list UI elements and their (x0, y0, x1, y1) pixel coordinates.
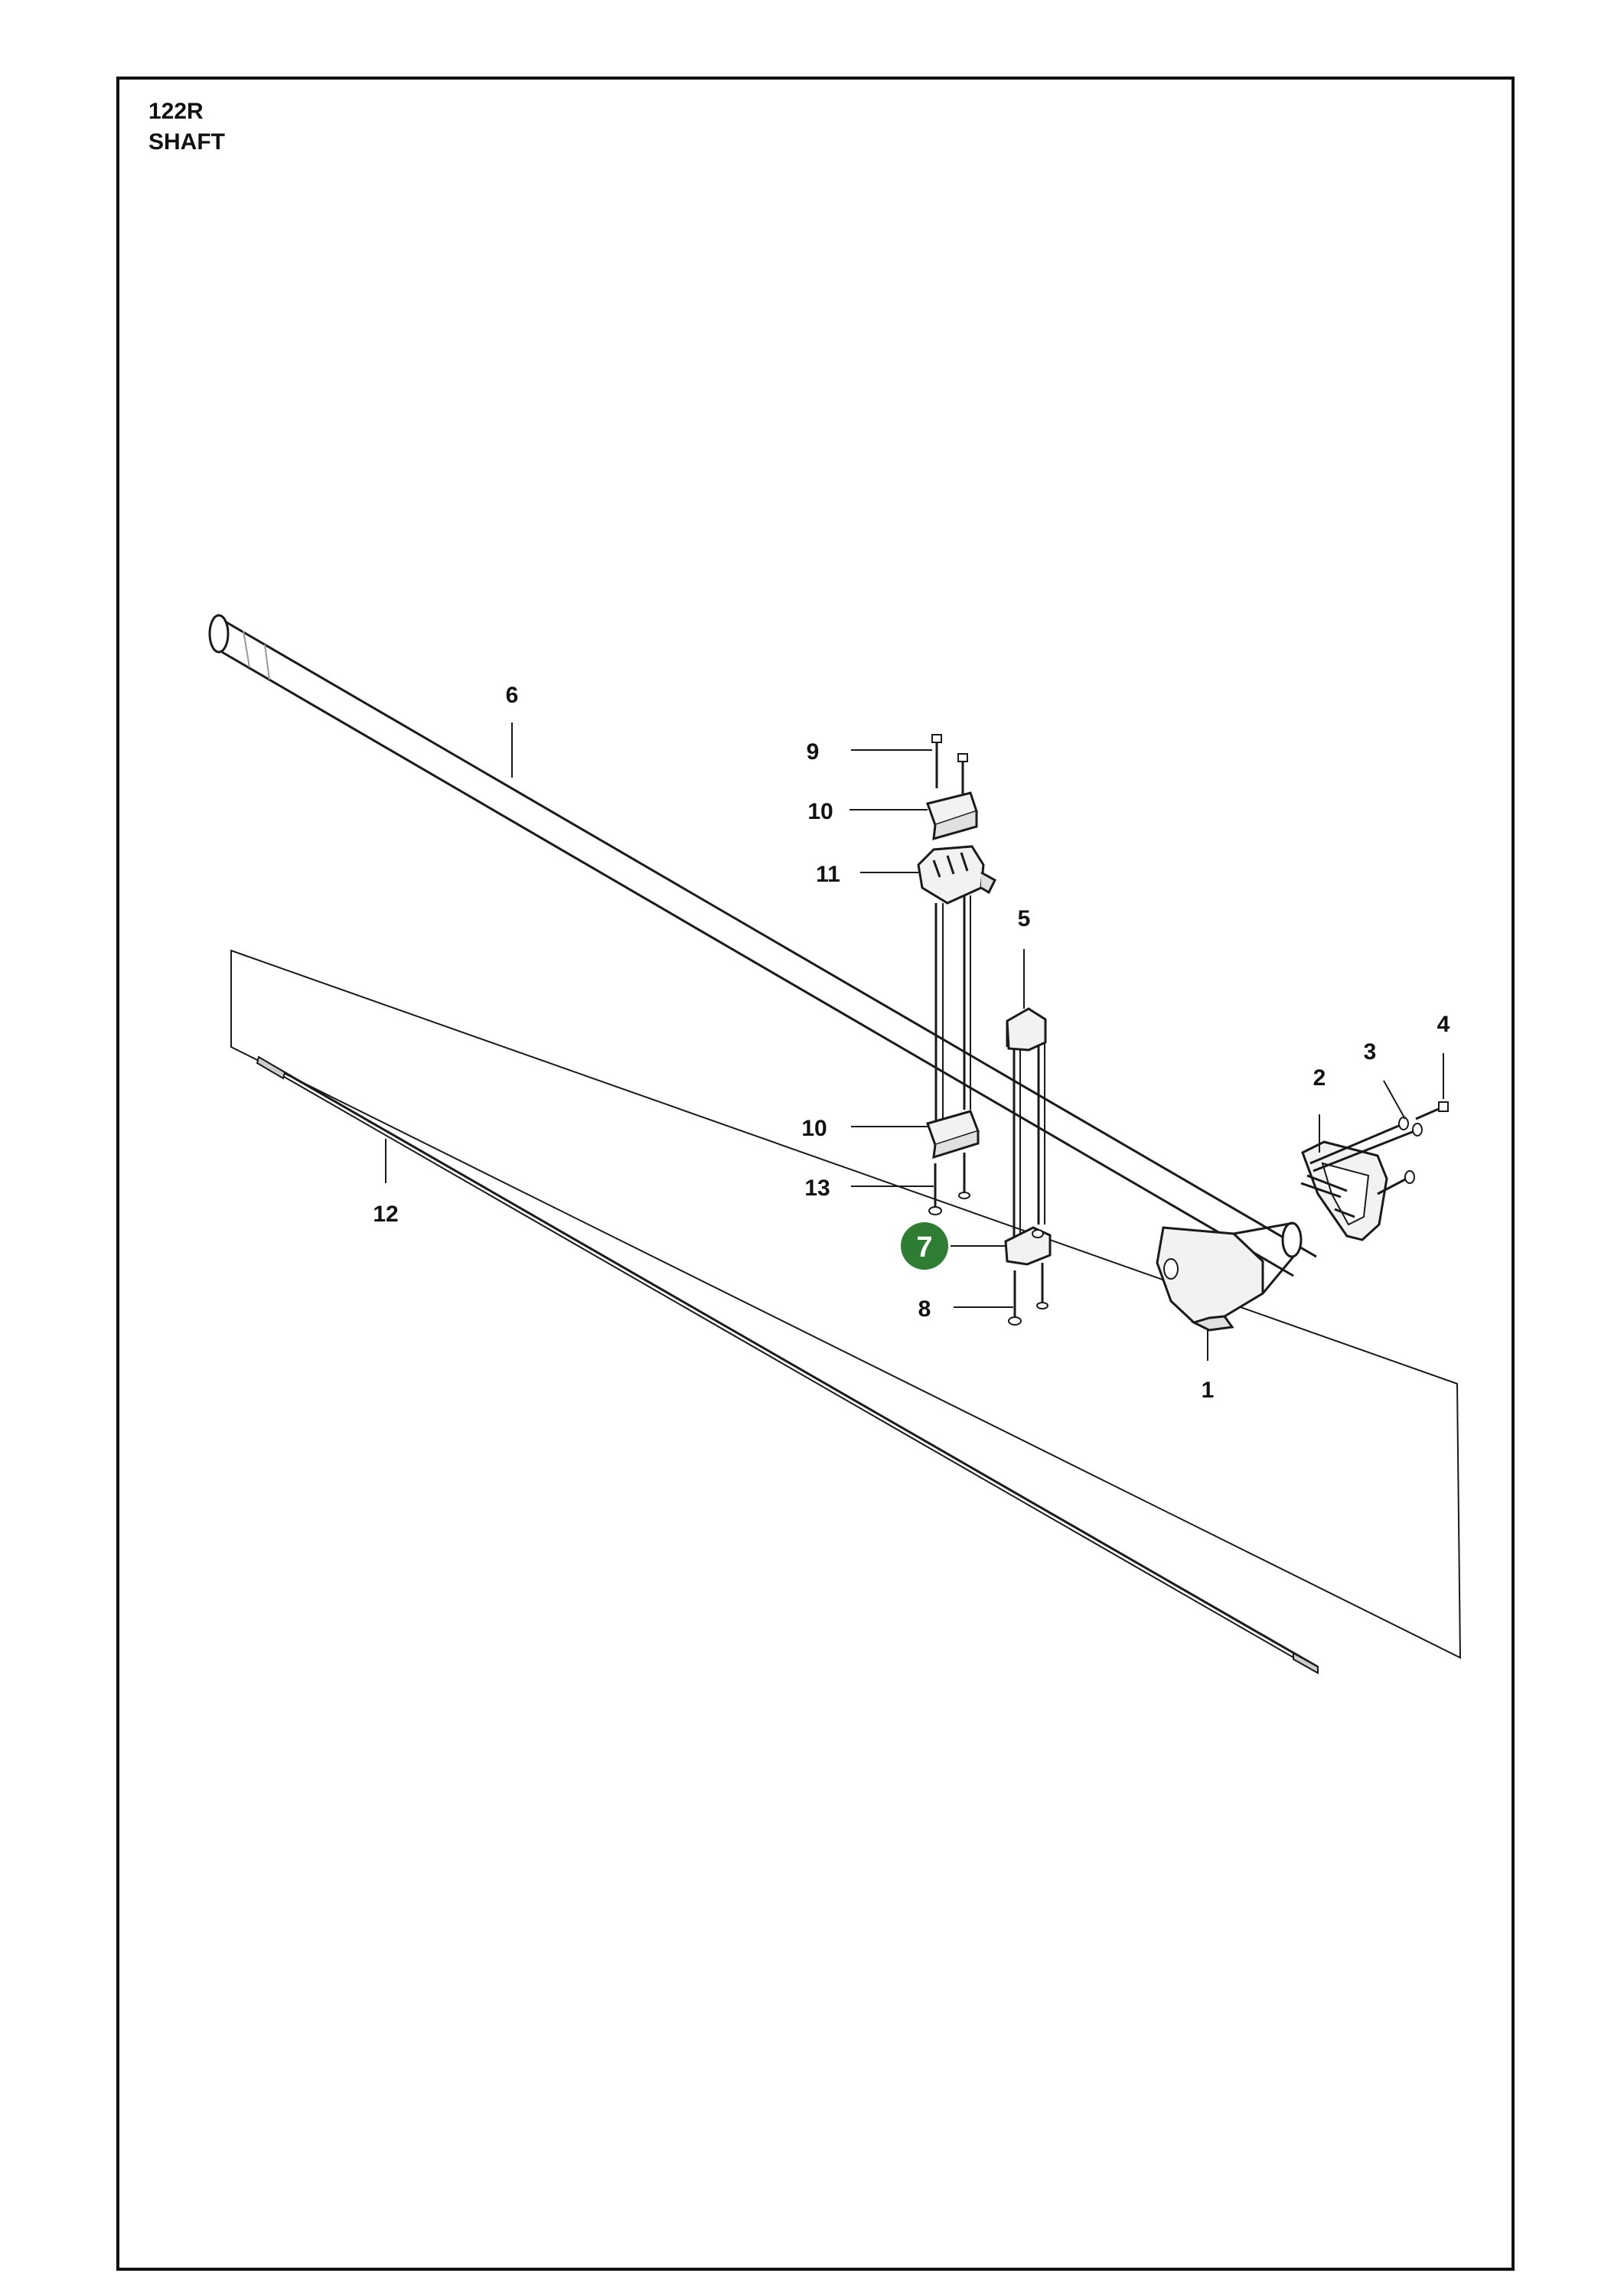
callout-8: 8 (918, 1296, 931, 1322)
callout-1: 1 (1202, 1378, 1215, 1403)
callout-labels: 6 9 10 11 5 10 13 7 8 12 1 2 3 4 (373, 683, 1450, 1403)
part-3-screws[interactable] (1309, 1117, 1423, 1195)
part-9-screws[interactable] (931, 734, 968, 800)
section-title: SHAFT (148, 129, 225, 155)
callout-12: 12 (373, 1202, 398, 1227)
model-title: 122R (148, 99, 204, 124)
callout-6: 6 (506, 683, 519, 708)
callout-4: 4 (1437, 1012, 1450, 1037)
flex-cable-panel (230, 949, 1462, 1659)
part-4-screw[interactable] (1415, 1101, 1449, 1120)
part-11-handle-clamp[interactable] (917, 845, 996, 905)
part-8-screws[interactable] (1008, 1263, 1048, 1326)
part-2-clamp-plate[interactable] (1300, 1140, 1388, 1241)
callout-9: 9 (807, 739, 820, 765)
callout-10-lower: 10 (801, 1116, 827, 1141)
part-13-screws[interactable] (928, 1153, 970, 1215)
callout-13: 13 (804, 1176, 830, 1201)
part-5-handle-holder[interactable] (1006, 1007, 1047, 1052)
part-10-upper-clamp[interactable] (926, 791, 978, 841)
callout-2: 2 (1313, 1065, 1326, 1091)
part-12-drive-cable[interactable] (256, 1055, 1319, 1675)
page-frame (116, 77, 1515, 2271)
part-1-guard-bracket[interactable] (1156, 1221, 1303, 1332)
callout-11: 11 (816, 862, 840, 887)
handle-rods (934, 895, 1045, 1240)
leader-lines (385, 722, 1444, 1361)
highlight-badge (901, 1222, 948, 1270)
callout-3: 3 (1364, 1039, 1377, 1065)
callout-10-upper: 10 (807, 799, 833, 824)
callout-7[interactable]: 7 (916, 1231, 932, 1264)
part-6-shaft-tube[interactable] (208, 614, 1317, 1277)
part-7-lower-holder[interactable] (1004, 1226, 1052, 1266)
callout-5: 5 (1018, 906, 1031, 931)
part-10-lower-clamp[interactable] (926, 1110, 980, 1159)
